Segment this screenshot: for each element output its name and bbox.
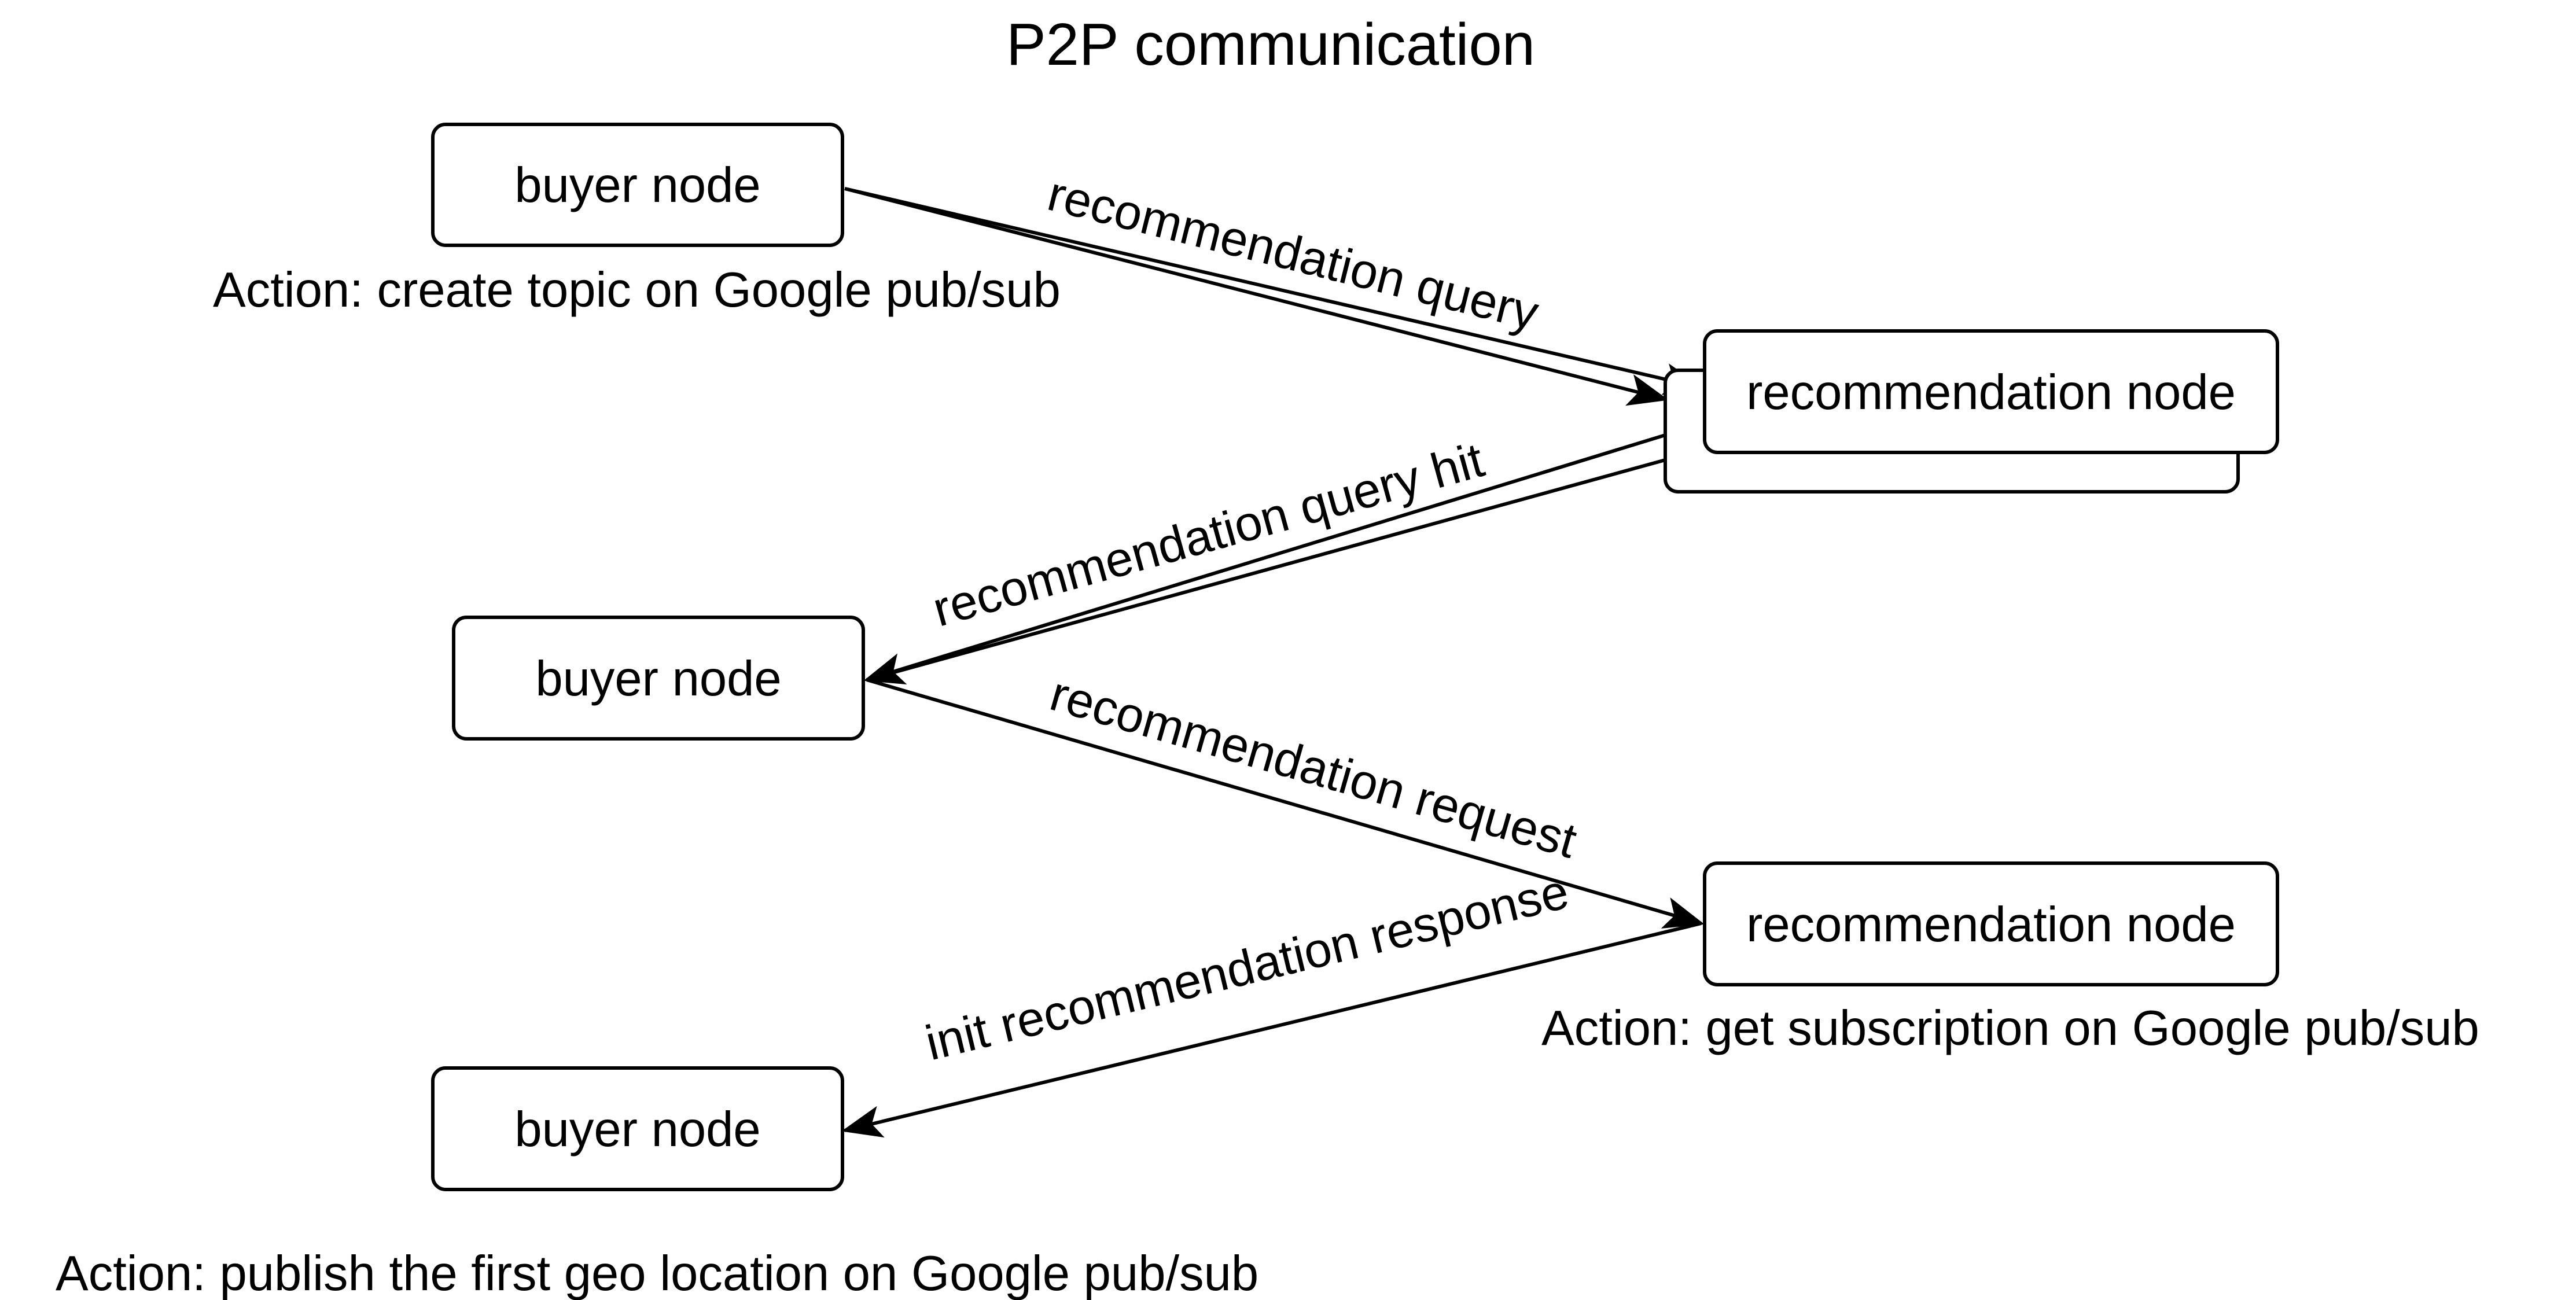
edge-init-recommendation-response: init recommendation response [841,864,1702,1138]
buyer-node-3-label: buyer node [514,1102,760,1157]
edge-recommendation-request: recommendation request [866,666,1705,929]
recommendation-node-1: recommendation node [1664,329,2279,494]
recommendation-node-1-label: recommendation node [1746,365,2236,420]
edge-recommendation-query-hit: recommendation query hit [863,422,1702,685]
edge-label-recommendation-request: recommendation request [1044,666,1583,868]
edge-label-recommendation-query-hit: recommendation query hit [927,432,1489,637]
buyer-node-1-label: buyer node [514,158,760,213]
edge-label-init-recommendation-response: init recommendation response [921,864,1574,1071]
diagram-title: P2P communication [1006,11,1535,78]
buyer-node-3: buyer node [431,1066,844,1191]
recommendation-node-2-label: recommendation node [1746,897,2236,952]
action-publish-geo: Action: publish the first geo location o… [56,1246,1258,1300]
buyer-node-2: buyer node [452,616,865,741]
buyer-node-1: buyer node [431,123,844,247]
recommendation-node-2: recommendation node [1703,861,2279,986]
action-create-topic: Action: create topic on Google pub/sub [213,263,1061,318]
buyer-node-2-label: buyer node [535,651,781,706]
action-get-subscription: Action: get subscription on Google pub/s… [1541,1001,2479,1056]
